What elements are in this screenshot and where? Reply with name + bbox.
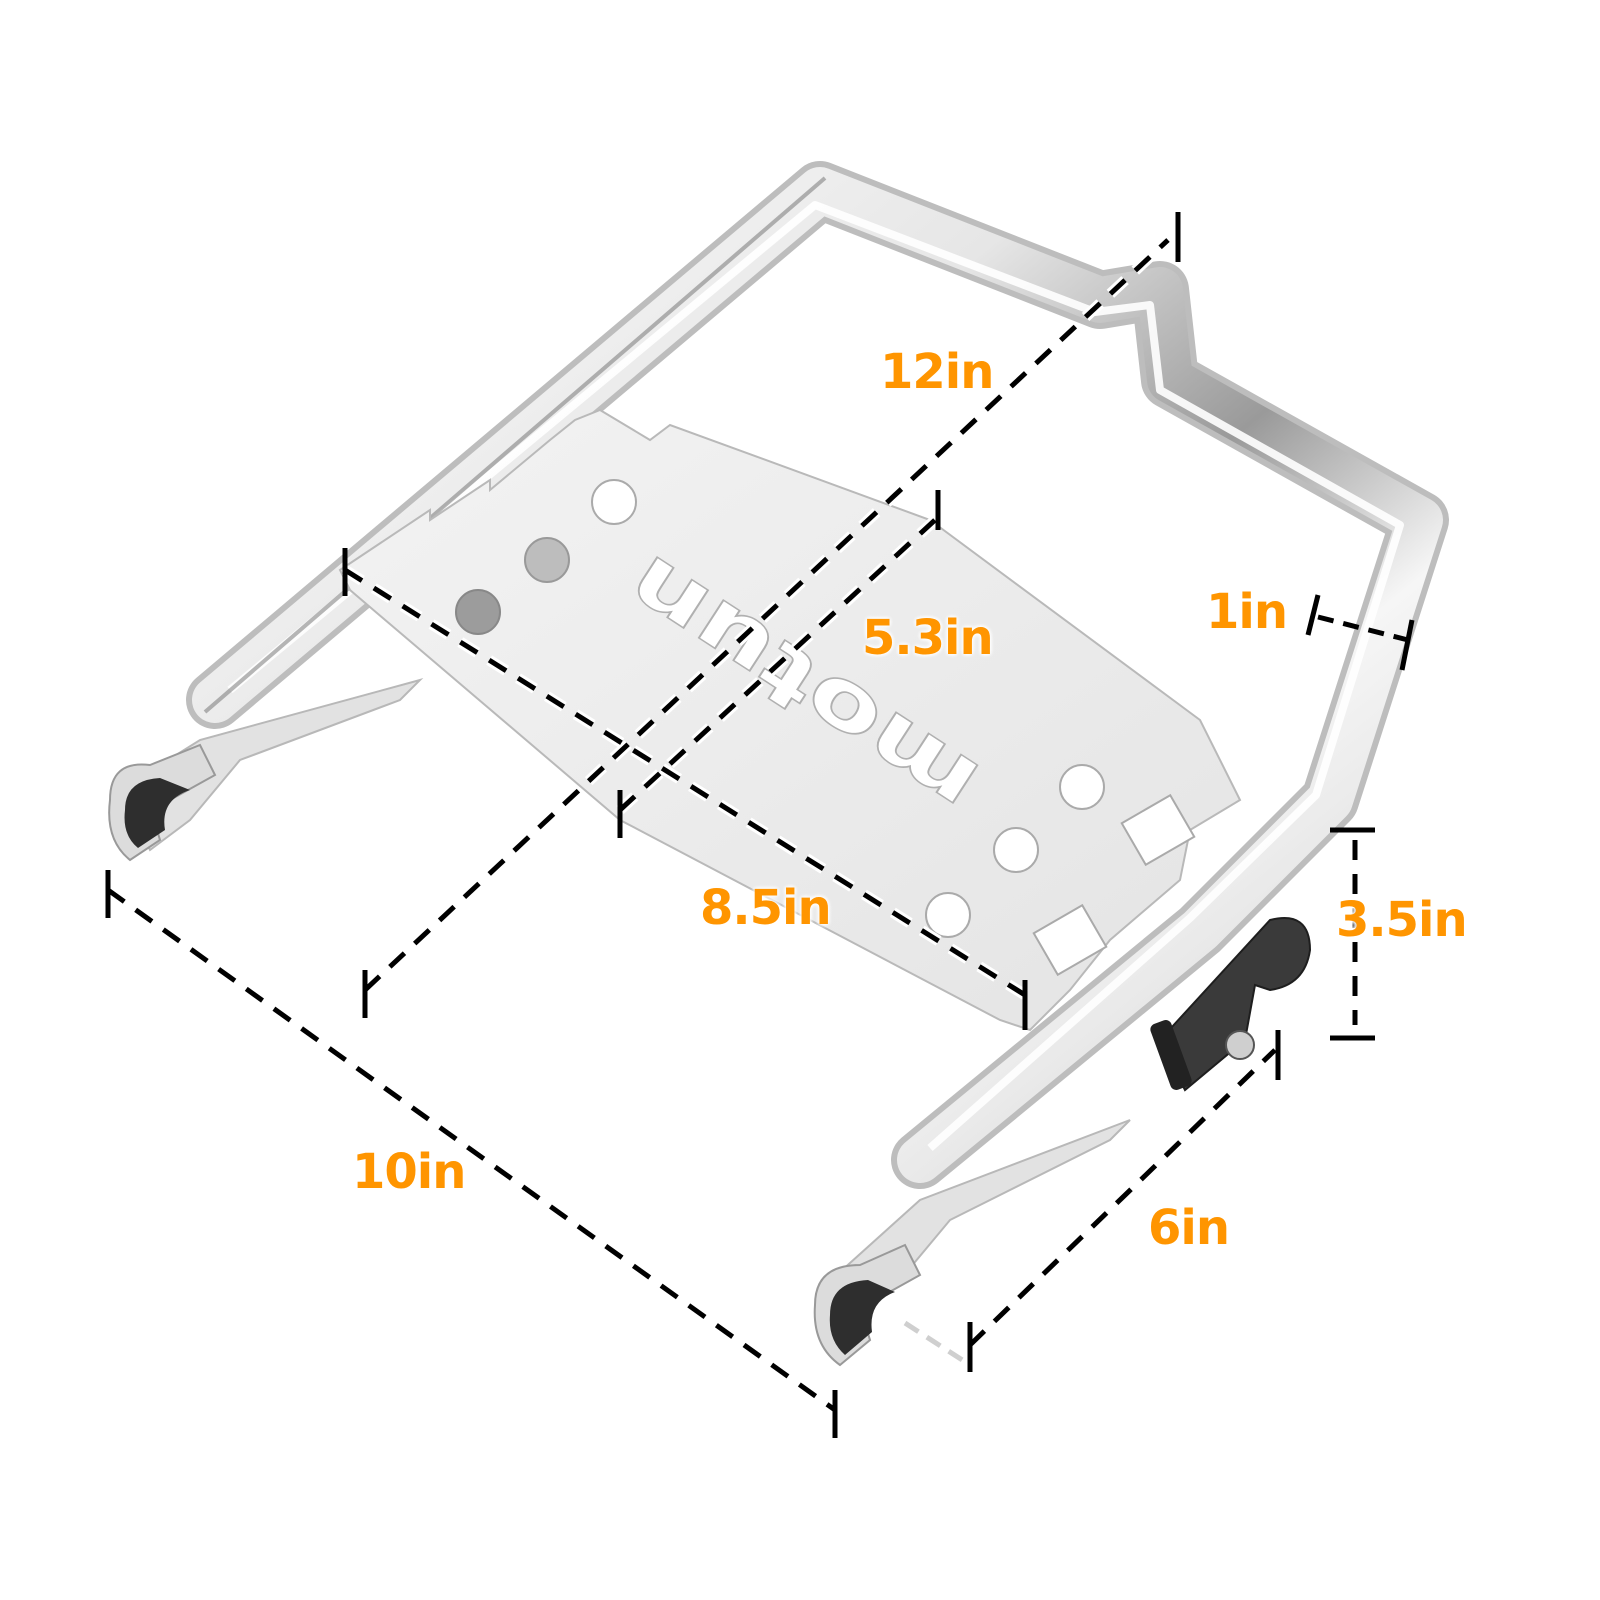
tube-frame	[186, 161, 1449, 1189]
dimension-label-overall-length: 12in	[880, 344, 994, 400]
dimension-lines	[105, 212, 1415, 1438]
dimension-label-height: 3.5in	[1336, 892, 1468, 948]
rack-plate: motun	[338, 408, 1242, 1032]
dimension-label-mount-width: 6in	[1148, 1200, 1230, 1256]
left-mount-arm	[108, 678, 424, 862]
right-mount-arm	[813, 1119, 1131, 1367]
latch-hook	[1150, 917, 1312, 1092]
dimension-label-tube-diameter: 1in	[1206, 584, 1288, 640]
dimension-label-plate-length: 8.5in	[700, 880, 832, 936]
dimension-label-overall-width: 10in	[352, 1144, 466, 1200]
dimension-label-plate-width: 5.3in	[862, 610, 994, 666]
